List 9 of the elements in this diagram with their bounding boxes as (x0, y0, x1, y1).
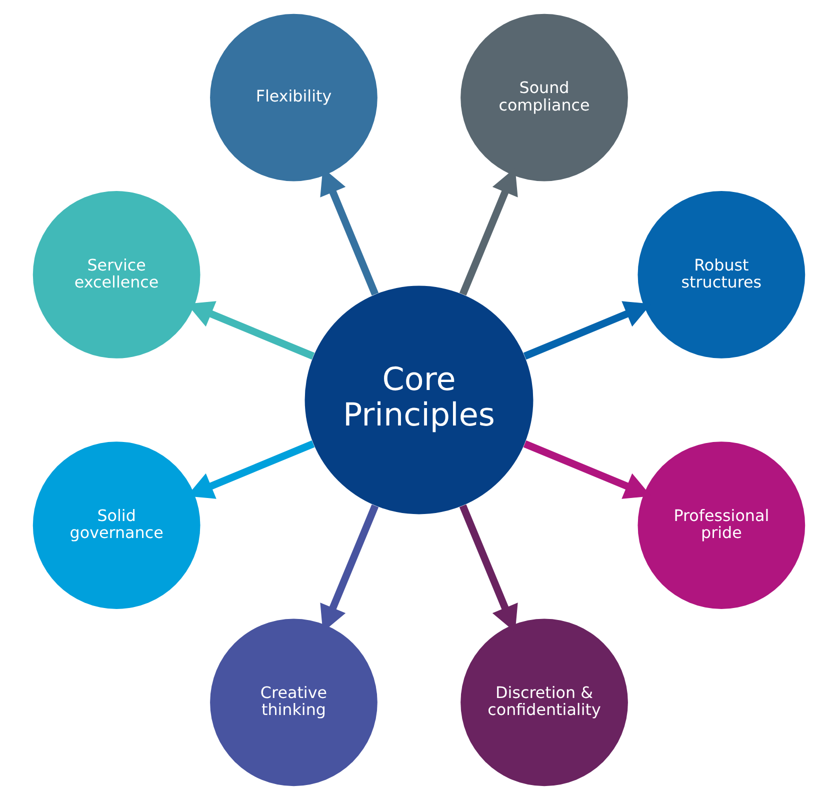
node-circle: Creative thinking (210, 618, 377, 786)
node-circle: Robust structures (637, 190, 805, 358)
node-circle: Discretion & confidentiality (460, 618, 628, 786)
node-circle: Flexibility (210, 13, 377, 181)
node-circle: Core Principles (304, 285, 533, 514)
node-circle: Solid governance (32, 441, 200, 608)
node-circle: Professional pride (637, 441, 805, 608)
node-circle: Service excellence (32, 190, 200, 358)
node-circle: Sound compliance (460, 13, 628, 181)
